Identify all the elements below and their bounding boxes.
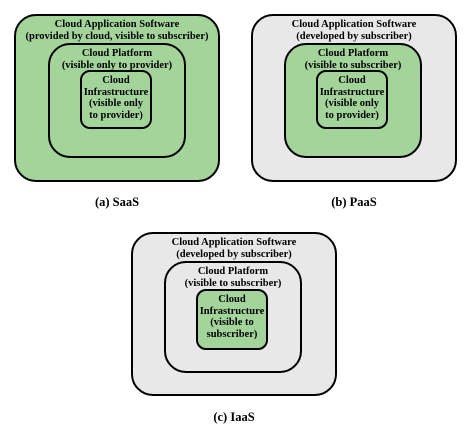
saas-application-label: Cloud Application Software (provided by … — [25, 19, 209, 42]
paas-infrastructure-box: Cloud Infrastructure (visible only to pr… — [316, 70, 388, 129]
iaas-caption: (c) IaaS — [213, 410, 255, 424]
iaas-application-label: Cloud Application Software (developed by… — [171, 237, 297, 260]
paas-application-label: Cloud Application Software (developed by… — [291, 19, 417, 42]
saas-infrastructure-label: Cloud Infrastructure (visible only to pr… — [83, 75, 149, 121]
saas-platform-label: Cloud Platform (visible only to provider… — [61, 48, 173, 71]
iaas-infrastructure-label: Cloud Infrastructure (visible to subscri… — [199, 294, 265, 340]
iaas-infrastructure-box: Cloud Infrastructure (visible to subscri… — [196, 289, 268, 350]
paas-caption: (b) PaaS — [331, 195, 377, 209]
paas-infrastructure-label: Cloud Infrastructure (visible only to pr… — [319, 75, 385, 121]
iaas-platform-label: Cloud Platform (visible to subscriber) — [184, 266, 282, 289]
saas-infrastructure-box: Cloud Infrastructure (visible only to pr… — [80, 70, 152, 129]
paas-platform-label: Cloud Platform (visible to subscriber) — [304, 48, 402, 71]
saas-caption: (a) SaaS — [94, 195, 140, 209]
